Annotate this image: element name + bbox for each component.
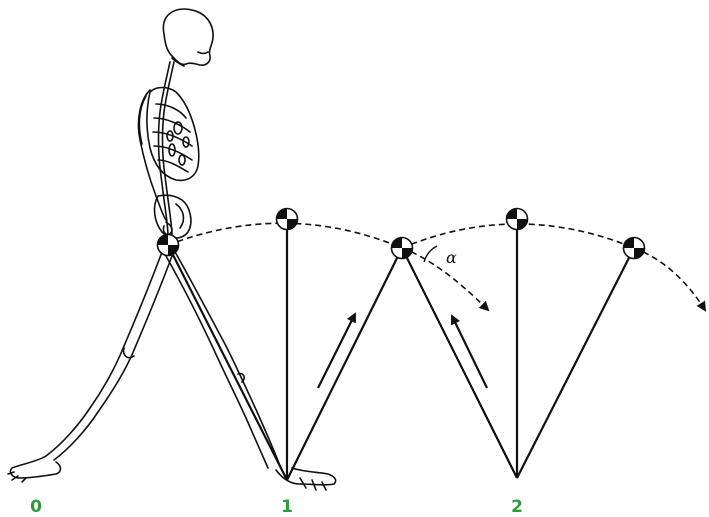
angle-label: α (446, 248, 457, 267)
leg-2-left (402, 248, 517, 478)
center-of-mass-marker-icon (624, 238, 645, 259)
angle-arc (424, 246, 437, 262)
pelvis (155, 195, 191, 238)
leg-1-right (287, 248, 402, 480)
center-of-mass-marker-icon (507, 209, 528, 230)
arc-1-continuation (402, 248, 488, 310)
back-leg (46, 252, 162, 456)
force-arrows (318, 314, 487, 388)
center-of-mass-markers (158, 209, 645, 259)
step-labels: 0 1 2 (30, 497, 523, 517)
center-of-mass-marker-icon (277, 209, 298, 230)
step-label-0: 0 (30, 497, 42, 517)
step-label-2: 2 (511, 497, 523, 517)
step-label-1: 1 (281, 497, 293, 517)
arc-2-continuation (634, 248, 705, 310)
leg-1-left (168, 245, 287, 480)
force-direction-arrow-icon (452, 316, 487, 388)
center-of-mass-marker-icon (392, 238, 413, 259)
skull (163, 9, 213, 65)
center-of-mass-marker-icon (158, 235, 179, 256)
leg-2-right (517, 248, 634, 478)
force-direction-arrow-icon (318, 314, 355, 388)
